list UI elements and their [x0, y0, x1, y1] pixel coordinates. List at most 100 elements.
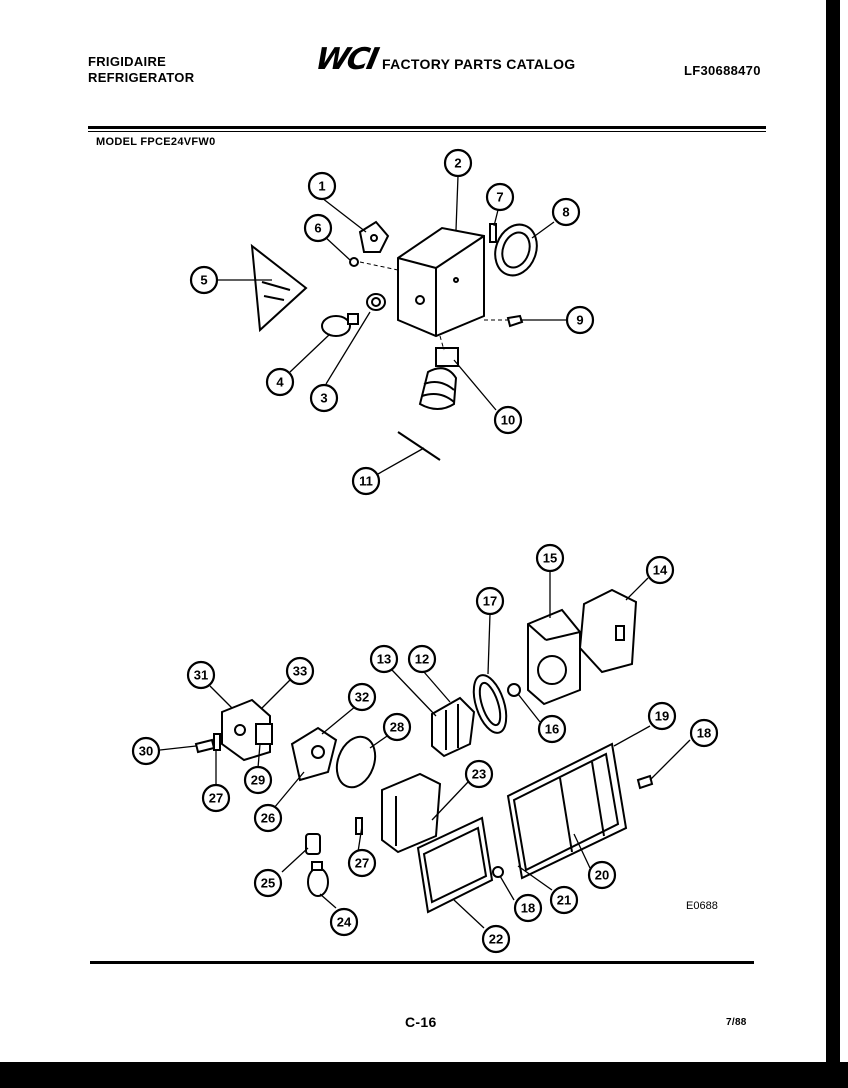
svg-text:20: 20: [595, 868, 609, 883]
svg-text:27: 27: [209, 791, 223, 806]
svg-text:12: 12: [415, 652, 429, 667]
damper-disc: [494, 223, 538, 277]
callout-33: 33: [285, 656, 315, 686]
callout-13: 13: [369, 644, 399, 674]
callout-31: 31: [186, 660, 216, 690]
callout-14: 14: [645, 555, 675, 585]
callout-3: 3: [309, 383, 339, 413]
brand-name: FRIGIDAIRE: [88, 54, 167, 69]
leader-lines: [159, 175, 691, 929]
callout-22: 22: [481, 924, 511, 954]
drain-rod: [397, 431, 441, 461]
svg-text:13: 13: [377, 652, 391, 667]
screw-18a: [636, 774, 654, 790]
dispenser-panel: [506, 742, 628, 880]
callout-8: 8: [551, 197, 581, 227]
svg-text:24: 24: [337, 915, 352, 930]
callout-32: 32: [347, 682, 377, 712]
svg-text:32: 32: [355, 690, 369, 705]
callout-4: 4: [265, 367, 295, 397]
svg-text:18: 18: [697, 726, 711, 741]
motor-mount-bracket: [431, 696, 476, 758]
callout-9: 9: [565, 305, 595, 335]
actuator-arm: [290, 726, 338, 782]
svg-text:6: 6: [314, 221, 321, 236]
svg-text:18: 18: [521, 901, 535, 916]
product-type: REFRIGERATOR: [88, 70, 195, 85]
scan-border-right: [826, 0, 840, 1088]
svg-text:10: 10: [501, 413, 515, 428]
callout-25: 25: [253, 868, 283, 898]
gasket-ring: [335, 735, 377, 789]
light-lens: [250, 243, 308, 333]
scan-border-bottom: [0, 1062, 848, 1088]
callout-6: 6: [303, 213, 333, 243]
callout-24: 24: [329, 907, 359, 937]
callout-27a: 27: [201, 783, 231, 813]
switch-assembly: [221, 698, 273, 762]
callout-18a: 18: [689, 718, 719, 748]
callout-29: 29: [243, 765, 273, 795]
footer-rule: [90, 961, 754, 964]
callout-12: 12: [407, 644, 437, 674]
callout-7: 7: [485, 182, 515, 212]
svg-text:27: 27: [355, 856, 369, 871]
callout-1: 1: [307, 171, 337, 201]
svg-text:1: 1: [318, 179, 325, 194]
svg-text:23: 23: [472, 767, 486, 782]
svg-text:4: 4: [276, 375, 284, 390]
catalog-part-number: LF30688470: [684, 63, 761, 78]
svg-text:25: 25: [261, 876, 275, 891]
screw-6: [349, 257, 359, 267]
svg-text:2: 2: [454, 156, 461, 171]
fan-housing: [527, 608, 581, 706]
svg-text:33: 33: [293, 664, 307, 679]
screw-30: [194, 738, 216, 754]
svg-text:31: 31: [194, 668, 208, 683]
drawing-code: E0688: [686, 900, 718, 912]
callout-2: 2: [443, 148, 473, 178]
fan-hub: [507, 683, 521, 697]
svg-text:17: 17: [483, 594, 497, 609]
grille-panel: [381, 772, 442, 854]
callout-11: 11: [351, 466, 381, 496]
switch-bracket: [358, 220, 390, 253]
svg-text:7: 7: [496, 190, 503, 205]
page-number: C-16: [405, 1014, 437, 1030]
svg-text:19: 19: [655, 709, 669, 724]
model-label: MODEL FPCE24VFW0: [96, 136, 216, 148]
light-bulb: [321, 313, 359, 337]
lamp-bulb: [307, 861, 329, 897]
callout-18b: 18: [513, 893, 543, 923]
callout-5: 5: [189, 265, 219, 295]
screw-9: [506, 314, 524, 328]
callout-30: 30: [131, 736, 161, 766]
svg-text:28: 28: [390, 720, 404, 735]
svg-text:9: 9: [576, 313, 583, 328]
callout-21: 21: [549, 885, 579, 915]
print-date: 7/88: [726, 1017, 747, 1028]
svg-text:5: 5: [200, 273, 207, 288]
callout-26: 26: [253, 803, 283, 833]
light-housing-box: [397, 226, 485, 338]
svg-text:11: 11: [359, 474, 373, 489]
lamp-socket: [305, 833, 321, 855]
svg-text:16: 16: [545, 722, 559, 737]
screw-18b: [492, 866, 504, 878]
svg-text:15: 15: [543, 551, 557, 566]
front-panel: [416, 816, 494, 914]
header-rule: [88, 126, 766, 129]
callout-27b: 27: [347, 848, 377, 878]
header-rule-thin: [88, 131, 766, 132]
callout-16: 16: [537, 714, 567, 744]
air-duct-boot: [418, 347, 459, 410]
svg-text:21: 21: [557, 893, 571, 908]
svg-text:14: 14: [653, 563, 668, 578]
svg-text:26: 26: [261, 811, 275, 826]
svg-text:22: 22: [489, 932, 503, 947]
svg-text:29: 29: [251, 773, 265, 788]
callout-17: 17: [475, 586, 505, 616]
callout-15: 15: [535, 543, 565, 573]
callout-23: 23: [464, 759, 494, 789]
